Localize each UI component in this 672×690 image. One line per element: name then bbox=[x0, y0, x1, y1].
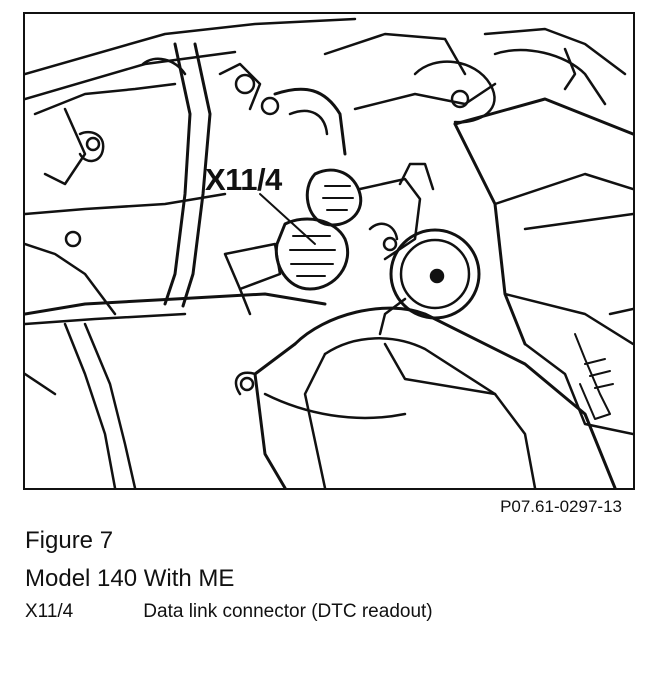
figure-caption-title: Model 140 With ME bbox=[25, 565, 235, 592]
legend-code: X11/4 bbox=[25, 601, 74, 622]
legend-row: X11/4 Data link connector (DTC readout) bbox=[25, 601, 585, 623]
engine-bay-illustration: X11/4 bbox=[23, 12, 635, 490]
connector-callout-label: X11/4 bbox=[205, 162, 282, 197]
figure-caption-number: Figure 7 bbox=[25, 527, 114, 554]
legend-description: Data link connector (DTC readout) bbox=[143, 601, 433, 622]
engine-bay-line-drawing bbox=[25, 17, 633, 488]
figure-reference-code: P07.61-0297-13 bbox=[500, 497, 622, 516]
